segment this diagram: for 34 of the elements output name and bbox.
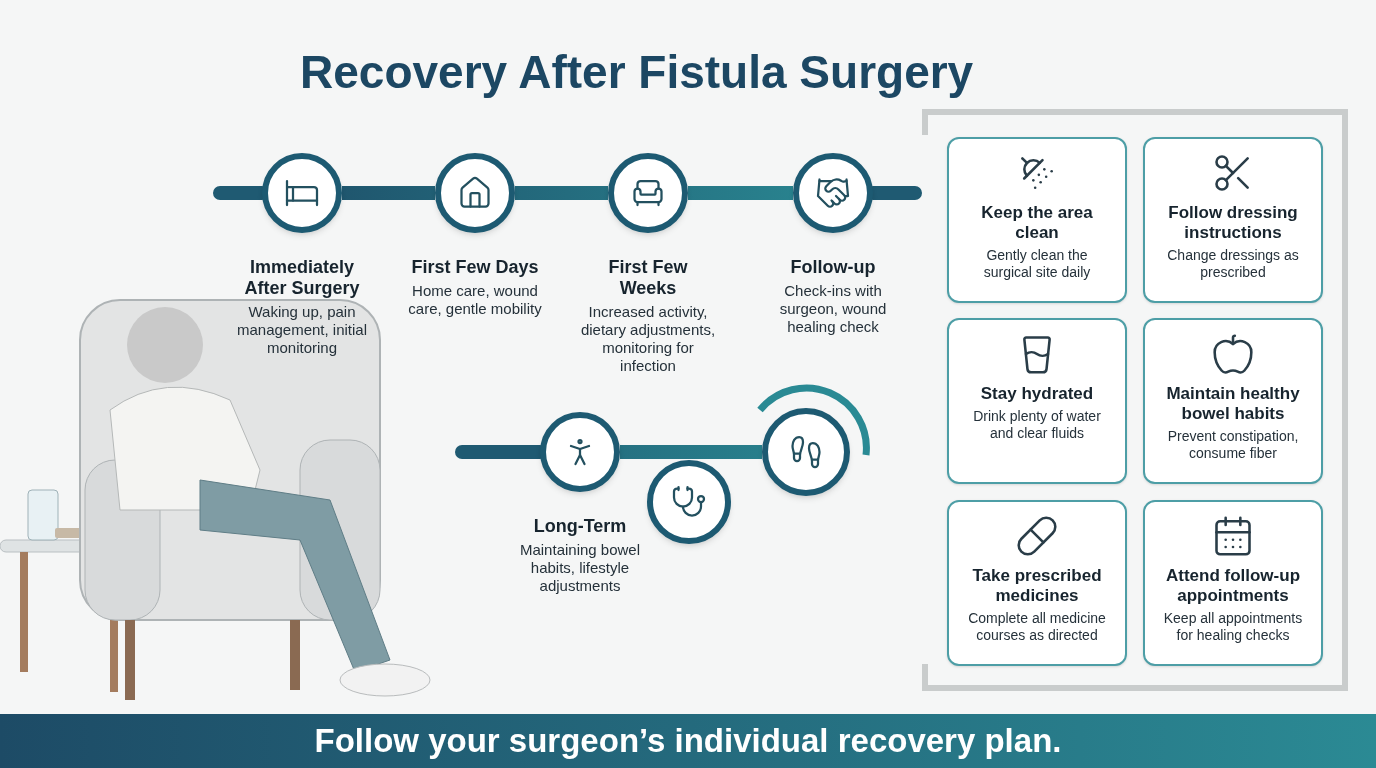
tip-card xyxy=(1143,500,1323,666)
timeline-connector xyxy=(620,445,762,459)
tip-heading: Attend follow-up appointments xyxy=(1164,566,1302,606)
tip-heading: Take prescribed medicines xyxy=(971,566,1103,606)
tip-heading: Maintain healthy bowel habits xyxy=(1165,384,1301,424)
timeline-connector xyxy=(515,186,608,200)
tip-description: Prevent constipation, consume fiber xyxy=(1166,428,1300,462)
tip-card xyxy=(1143,318,1323,484)
tip-description: Drink plenty of water and clear fluids xyxy=(972,408,1102,442)
step-heading: First Few Weeks xyxy=(607,257,689,299)
tip-card xyxy=(1143,137,1323,303)
tip-description: Complete all medicine courses as directed xyxy=(967,610,1107,644)
tip-description: Gently clean the surgical site daily xyxy=(982,247,1092,281)
title: Recovery After Fistula Surgery xyxy=(300,45,974,100)
step-heading: First Few Days xyxy=(410,257,540,278)
step-description: Maintaining bowel habits, lifestyle adjustments xyxy=(518,541,642,595)
tip-heading: Follow dressing instructions xyxy=(1167,203,1299,243)
tip-heading: Keep the area clean xyxy=(980,203,1094,243)
step-heading: Follow-up xyxy=(789,257,877,278)
timeline-connector xyxy=(342,186,435,200)
step-heading: Immediately After Surgery xyxy=(243,257,361,299)
timeline-connector xyxy=(688,186,793,200)
tip-card xyxy=(947,137,1127,303)
step-description: Check-ins with surgeon, wound healing check xyxy=(778,282,888,336)
step-description: Waking up, pain management, initial monitoring xyxy=(235,303,369,357)
tip-description: Keep all appointments for healing checks xyxy=(1162,610,1304,644)
tip-card xyxy=(947,318,1127,484)
step-description: Increased activity, dietary adjustments, monitoring for infection xyxy=(579,303,717,375)
tip-description: Change dressings as prescribed xyxy=(1166,247,1300,281)
step-heading: Long-Term xyxy=(532,516,628,537)
step-description: Home care, wound care, gentle mobility xyxy=(407,282,543,318)
caption: Follow your surgeon’s individual recovery plan. xyxy=(314,721,1062,762)
tip-heading: Stay hydrated xyxy=(979,384,1095,404)
tip-card xyxy=(947,500,1127,666)
